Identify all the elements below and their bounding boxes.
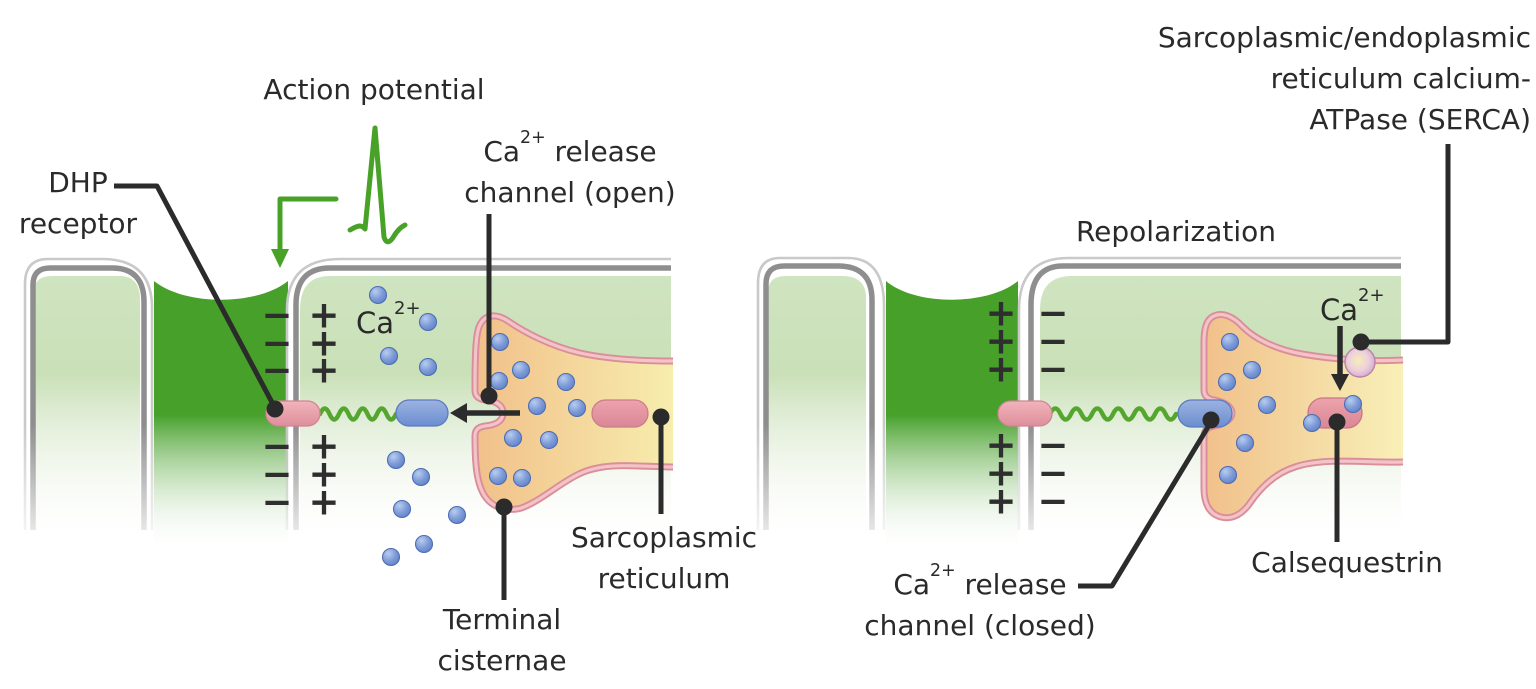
- charge-plus: +: [985, 479, 1017, 523]
- action-potential-label: Action potential: [263, 73, 485, 106]
- left-cell-block-a: [34, 276, 140, 535]
- leader-dots: [266, 333, 1370, 516]
- action-potential-arrow: [271, 196, 339, 268]
- repolarization-label: Repolarization: [1075, 215, 1277, 248]
- charge-minus: −: [1037, 451, 1069, 495]
- charge-minus: −: [261, 348, 293, 392]
- charge-plus: +: [308, 424, 340, 468]
- dhp-leader: [114, 183, 278, 410]
- right-coupling-spring: [1047, 406, 1179, 422]
- charge-plus: +: [308, 293, 340, 337]
- terminal-cisternae-label: Terminal cisternae: [437, 603, 567, 677]
- right-t-tubule-lumen: [886, 281, 1018, 545]
- charge-minus: −: [261, 293, 293, 337]
- sarcoplasmic-reticulum-label: Sarcoplasmic reticulum: [570, 521, 758, 595]
- serca-label: Sarcoplasmic/endoplasmic reticulum calci…: [1157, 21, 1531, 136]
- charge-minus: −: [261, 321, 293, 365]
- serca-pump: [1344, 346, 1376, 378]
- right-membrane-outer-line-a: [756, 256, 886, 530]
- charge-plus: +: [985, 291, 1017, 335]
- charge-minus: −: [1037, 347, 1069, 391]
- charge-plus: +: [308, 480, 340, 524]
- right-membrane-outer-line-b: [1017, 256, 1401, 530]
- ca-release-channel-open: [395, 399, 449, 427]
- left-coupling-spring: [317, 406, 399, 422]
- sr-protein-pill: [591, 399, 649, 428]
- left-t-tubule-lumen: [154, 281, 288, 545]
- release-open-label: Ca2+ release channel (open): [464, 127, 676, 209]
- charge-plus: +: [308, 321, 340, 365]
- charge-minus: −: [1037, 291, 1069, 335]
- charge-minus: −: [261, 452, 293, 496]
- ca-uptake-arrow: [1331, 326, 1349, 391]
- leader-lines: [114, 144, 1451, 600]
- right-membrane-main-a: [763, 263, 875, 530]
- left-membrane-main-a: [30, 265, 147, 530]
- release-closed-label: Ca2+ release channel (closed): [864, 560, 1096, 642]
- ca-ion-label-left: Ca2+: [356, 298, 421, 340]
- dhp-receptor-right: [997, 400, 1053, 427]
- right-membrane-main-b: [1028, 263, 1401, 530]
- charge-plus: +: [308, 452, 340, 496]
- charge-plus: +: [308, 348, 340, 392]
- left-membrane-outer-line-b: [285, 257, 671, 530]
- calsequestrin-label: Calsequestrin: [1251, 546, 1443, 579]
- release-closed-leader: [1078, 420, 1214, 589]
- charge-minus: −: [261, 480, 293, 524]
- right-cell-block-a: [768, 276, 866, 535]
- action-potential-trace: [347, 125, 408, 245]
- charge-plus: +: [985, 423, 1017, 467]
- dhp-receptor-label: DHP receptor: [18, 166, 138, 240]
- left-membrane-main-b: [293, 265, 671, 530]
- calcium-ions-left-sr: [488, 332, 587, 488]
- charge-minus: −: [1037, 319, 1069, 363]
- calcium-ions-right-sr: [1217, 332, 1363, 485]
- charge-plus: +: [985, 451, 1017, 495]
- charge-minus: −: [1037, 423, 1069, 467]
- left-membrane-outer-line-a: [23, 257, 154, 530]
- ca-ion-label-right: Ca2+: [1320, 285, 1385, 327]
- calcium-ions-left-cytosol: [368, 285, 467, 567]
- charge-minus: −: [1037, 479, 1069, 523]
- charge-plus: +: [985, 347, 1017, 391]
- serca-leader: [1364, 144, 1451, 345]
- ca-release-arrow: [450, 403, 520, 423]
- charge-minus: −: [261, 424, 293, 468]
- charge-plus: +: [985, 319, 1017, 363]
